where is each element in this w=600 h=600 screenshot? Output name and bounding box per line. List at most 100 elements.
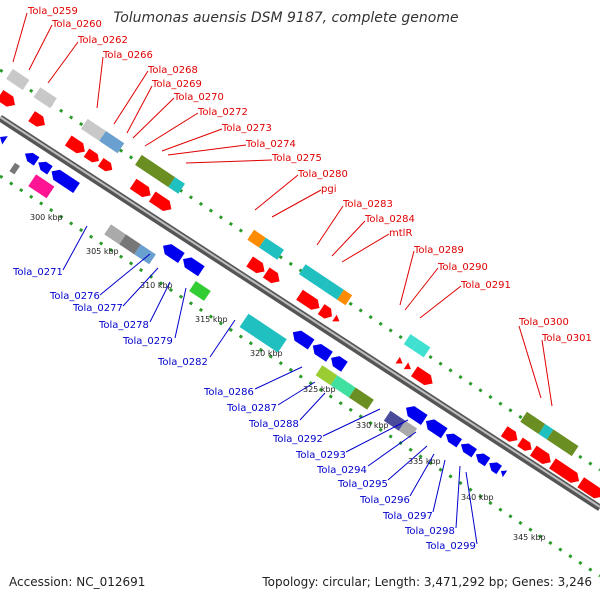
gene-arrow-r5[interactable] [160,241,185,263]
gene-label[interactable]: Tola_0294 [316,465,367,476]
gene-label[interactable]: Tola_0272 [197,107,248,118]
gene-arrow-f7[interactable] [148,191,175,215]
gene-label[interactable]: Tola_0296 [359,495,410,506]
gene-arrow-f20[interactable] [577,477,600,501]
gene-arrow-f13[interactable] [395,356,404,367]
gene-arrow-f6[interactable] [129,178,154,201]
gene-label[interactable]: Tola_0274 [245,139,296,150]
gene-label[interactable]: Tola_0270 [173,92,224,103]
gene-label[interactable]: Tola_0297 [382,511,433,522]
gene-label[interactable]: Tola_0271 [12,267,63,278]
gene-pgi[interactable] [259,237,284,260]
gene-label[interactable]: Tola_0283 [342,199,393,210]
gene-label[interactable]: Tola_0289 [413,245,464,256]
gene-arrow-r16[interactable] [499,468,508,478]
gene-label[interactable]: Tola_0291 [460,280,511,291]
gene-label[interactable]: Tola_0284 [364,214,415,225]
gene-label[interactable]: Tola_0280 [297,169,348,180]
gene-arrow-f18[interactable] [529,445,554,468]
gene-box-r11[interactable] [383,410,406,431]
gene-arrow-f1[interactable] [0,90,18,110]
gene-tola-0283[interactable] [298,264,329,290]
gene-tola-0266[interactable] [80,118,106,142]
gene-arrow-r8[interactable] [309,341,333,362]
gene-tola-0272[interactable] [135,154,175,188]
gene-arrow-f8[interactable] [246,256,268,276]
gene-arrow-f5[interactable] [97,157,115,174]
gene-label[interactable]: Tola_0286 [203,387,254,398]
gene-label[interactable]: Tola_0295 [337,479,388,490]
gene-arrow-f12[interactable] [332,314,341,325]
gene-label[interactable]: Tola_0266 [102,50,153,61]
gene-label[interactable]: Tola_0290 [437,262,488,273]
gene-tola-0290[interactable] [412,339,431,358]
gene-label[interactable]: Tola_0301 [541,333,592,344]
gene-arrow-f14[interactable] [403,362,413,372]
gene-label[interactable]: Tola_0260 [51,19,102,30]
gene-arrow-f9[interactable] [262,267,283,287]
gene-arrow-r4[interactable] [48,166,80,194]
gene-label[interactable]: Tola_0276 [49,291,100,302]
gene-arrow-f17[interactable] [517,437,534,454]
gene-label[interactable]: Tola_0292 [272,434,323,445]
gene-box-r3[interactable] [104,224,126,245]
gene-tola-0289[interactable] [403,334,419,350]
gene-arrow-f10[interactable] [296,289,323,313]
gene-tola-0280[interactable] [247,229,266,248]
gene-tola-0259[interactable] [6,68,30,90]
gene-label[interactable]: Tola_0275 [271,153,322,164]
gene-label[interactable]: Tola_0269 [151,79,202,90]
gene-box-r2[interactable] [28,174,55,199]
gene-label[interactable]: Tola_0262 [77,35,128,46]
gene-box-r8[interactable] [315,365,338,386]
gene-label[interactable]: Tola_0268 [147,65,198,76]
gene-arrow-r2[interactable] [22,149,40,166]
gene-arrow-f3[interactable] [64,135,88,157]
gene-label[interactable]: Tola_0277 [72,303,123,314]
gene-label[interactable]: Tola_0298 [404,526,455,537]
gene-label[interactable]: pgi [321,184,336,195]
gene-label[interactable]: mtlR [389,228,412,239]
gene-arrow-f19[interactable] [549,458,582,486]
gene-tola-0301[interactable] [538,423,554,440]
gene-tola-0300[interactable] [520,411,546,434]
gene-arrow-r15[interactable] [486,459,502,475]
gene-box-r5[interactable] [134,244,156,265]
gene-label[interactable]: Tola_0278 [98,320,149,331]
gene-tola-0260[interactable] [33,87,57,109]
gene-box-r10[interactable] [348,387,374,410]
gene-label[interactable]: Tola_0259 [27,6,78,17]
gene-box-r1[interactable] [9,162,20,175]
gene-tola-0268[interactable] [99,131,125,154]
gene-arrow-r12[interactable] [443,430,463,448]
gene-arrow-r9[interactable] [328,353,348,372]
gene-arrow-r13[interactable] [458,440,477,458]
gene-arrow-f2[interactable] [28,111,48,130]
gene-label[interactable]: Tola_0293 [295,450,346,461]
gene-label[interactable]: Tola_0273 [221,123,272,134]
gene-tola-0274[interactable] [168,177,185,194]
gene-arrow-r6[interactable] [180,254,205,277]
gene-arrow-r10[interactable] [403,403,428,425]
gene-arrow-r1[interactable] [0,133,8,145]
gene-label[interactable]: Tola_0300 [518,317,569,328]
gene-label[interactable]: Tola_0299 [425,541,476,552]
gene-label[interactable]: Tola_0279 [122,336,173,347]
gene-arrow-r11[interactable] [423,416,448,439]
gene-label[interactable]: Tola_0287 [226,403,277,414]
gene-arrow-r14[interactable] [473,450,491,467]
gene-arrow-r7[interactable] [290,327,315,350]
gene-tola-0284[interactable] [322,279,344,300]
gene-box-r9[interactable] [330,375,356,398]
gene-box-r7[interactable] [239,313,287,353]
gene-label[interactable]: Tola_0288 [248,419,299,430]
gene-arrow-f16[interactable] [500,426,521,445]
gene-arrow-f4[interactable] [83,148,102,166]
gene-label[interactable]: Tola_0282 [157,357,208,368]
gene-mtlr[interactable] [337,289,353,306]
gene-arrow-f15[interactable] [410,366,436,388]
gene-arrow-r3[interactable] [35,158,53,175]
gene-box-r6[interactable] [189,280,211,301]
gene-box-r4[interactable] [119,234,141,255]
gene-tola-0302[interactable] [546,429,579,457]
